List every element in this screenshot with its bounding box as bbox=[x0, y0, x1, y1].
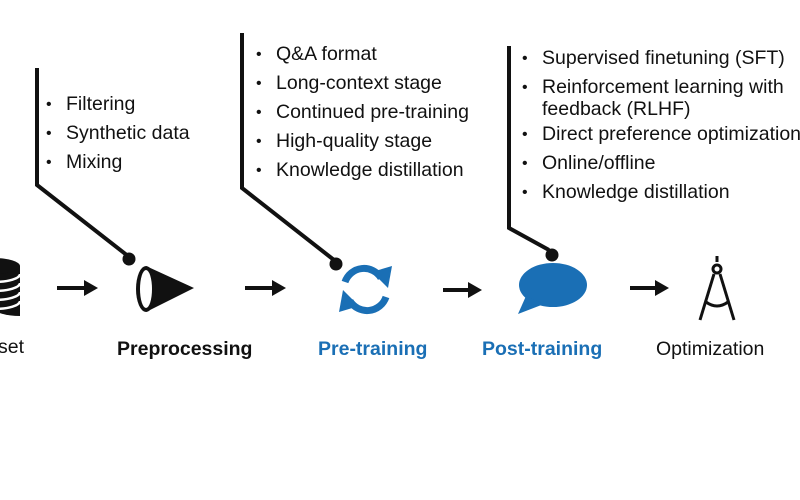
list-item: Filtering bbox=[42, 90, 190, 119]
list-item: Long-context stage bbox=[252, 69, 469, 98]
pretraining-bullets: Q&A format Long-context stage Continued … bbox=[252, 40, 469, 185]
database-icon bbox=[0, 258, 22, 316]
list-item: Continued pre-training bbox=[252, 98, 469, 127]
stage-label-posttraining: Post-training bbox=[482, 338, 603, 360]
stage-label-optimization: Optimization bbox=[656, 338, 765, 360]
arrow-icon bbox=[245, 280, 286, 296]
compass-icon bbox=[698, 256, 736, 321]
arrow-icon bbox=[630, 280, 669, 296]
list-item: Mixing bbox=[42, 148, 190, 177]
list-item: Supervised finetuning (SFT) bbox=[518, 44, 800, 73]
list-item: High-quality stage bbox=[252, 127, 469, 156]
preprocessing-bullets: Filtering Synthetic data Mixing bbox=[42, 90, 190, 177]
posttraining-bullets: Supervised finetuning (SFT) Reinforcemen… bbox=[518, 44, 800, 207]
callout-line-posttraining bbox=[507, 46, 559, 262]
stage-label-pretraining: Pre-training bbox=[318, 338, 428, 360]
list-item: Online/offline bbox=[518, 149, 800, 178]
arrow-icon bbox=[57, 280, 98, 296]
list-item: Q&A format bbox=[252, 40, 469, 69]
callout-line-pretraining bbox=[240, 33, 343, 271]
list-item: Knowledge distillation bbox=[518, 178, 800, 207]
refresh-arrowheads bbox=[339, 266, 392, 312]
list-item: Direct preference optimization bbox=[518, 120, 800, 149]
cone-icon bbox=[136, 266, 194, 312]
speech-bubble-icon bbox=[518, 263, 587, 314]
callout-line-preprocessing bbox=[35, 68, 136, 266]
list-item: Knowledge distillation bbox=[252, 156, 469, 185]
stage-label-preprocessing: Preprocessing bbox=[117, 338, 253, 360]
stage-label-dataset: set bbox=[0, 336, 25, 358]
list-item: Synthetic data bbox=[42, 119, 190, 148]
arrow-icon bbox=[443, 282, 482, 298]
